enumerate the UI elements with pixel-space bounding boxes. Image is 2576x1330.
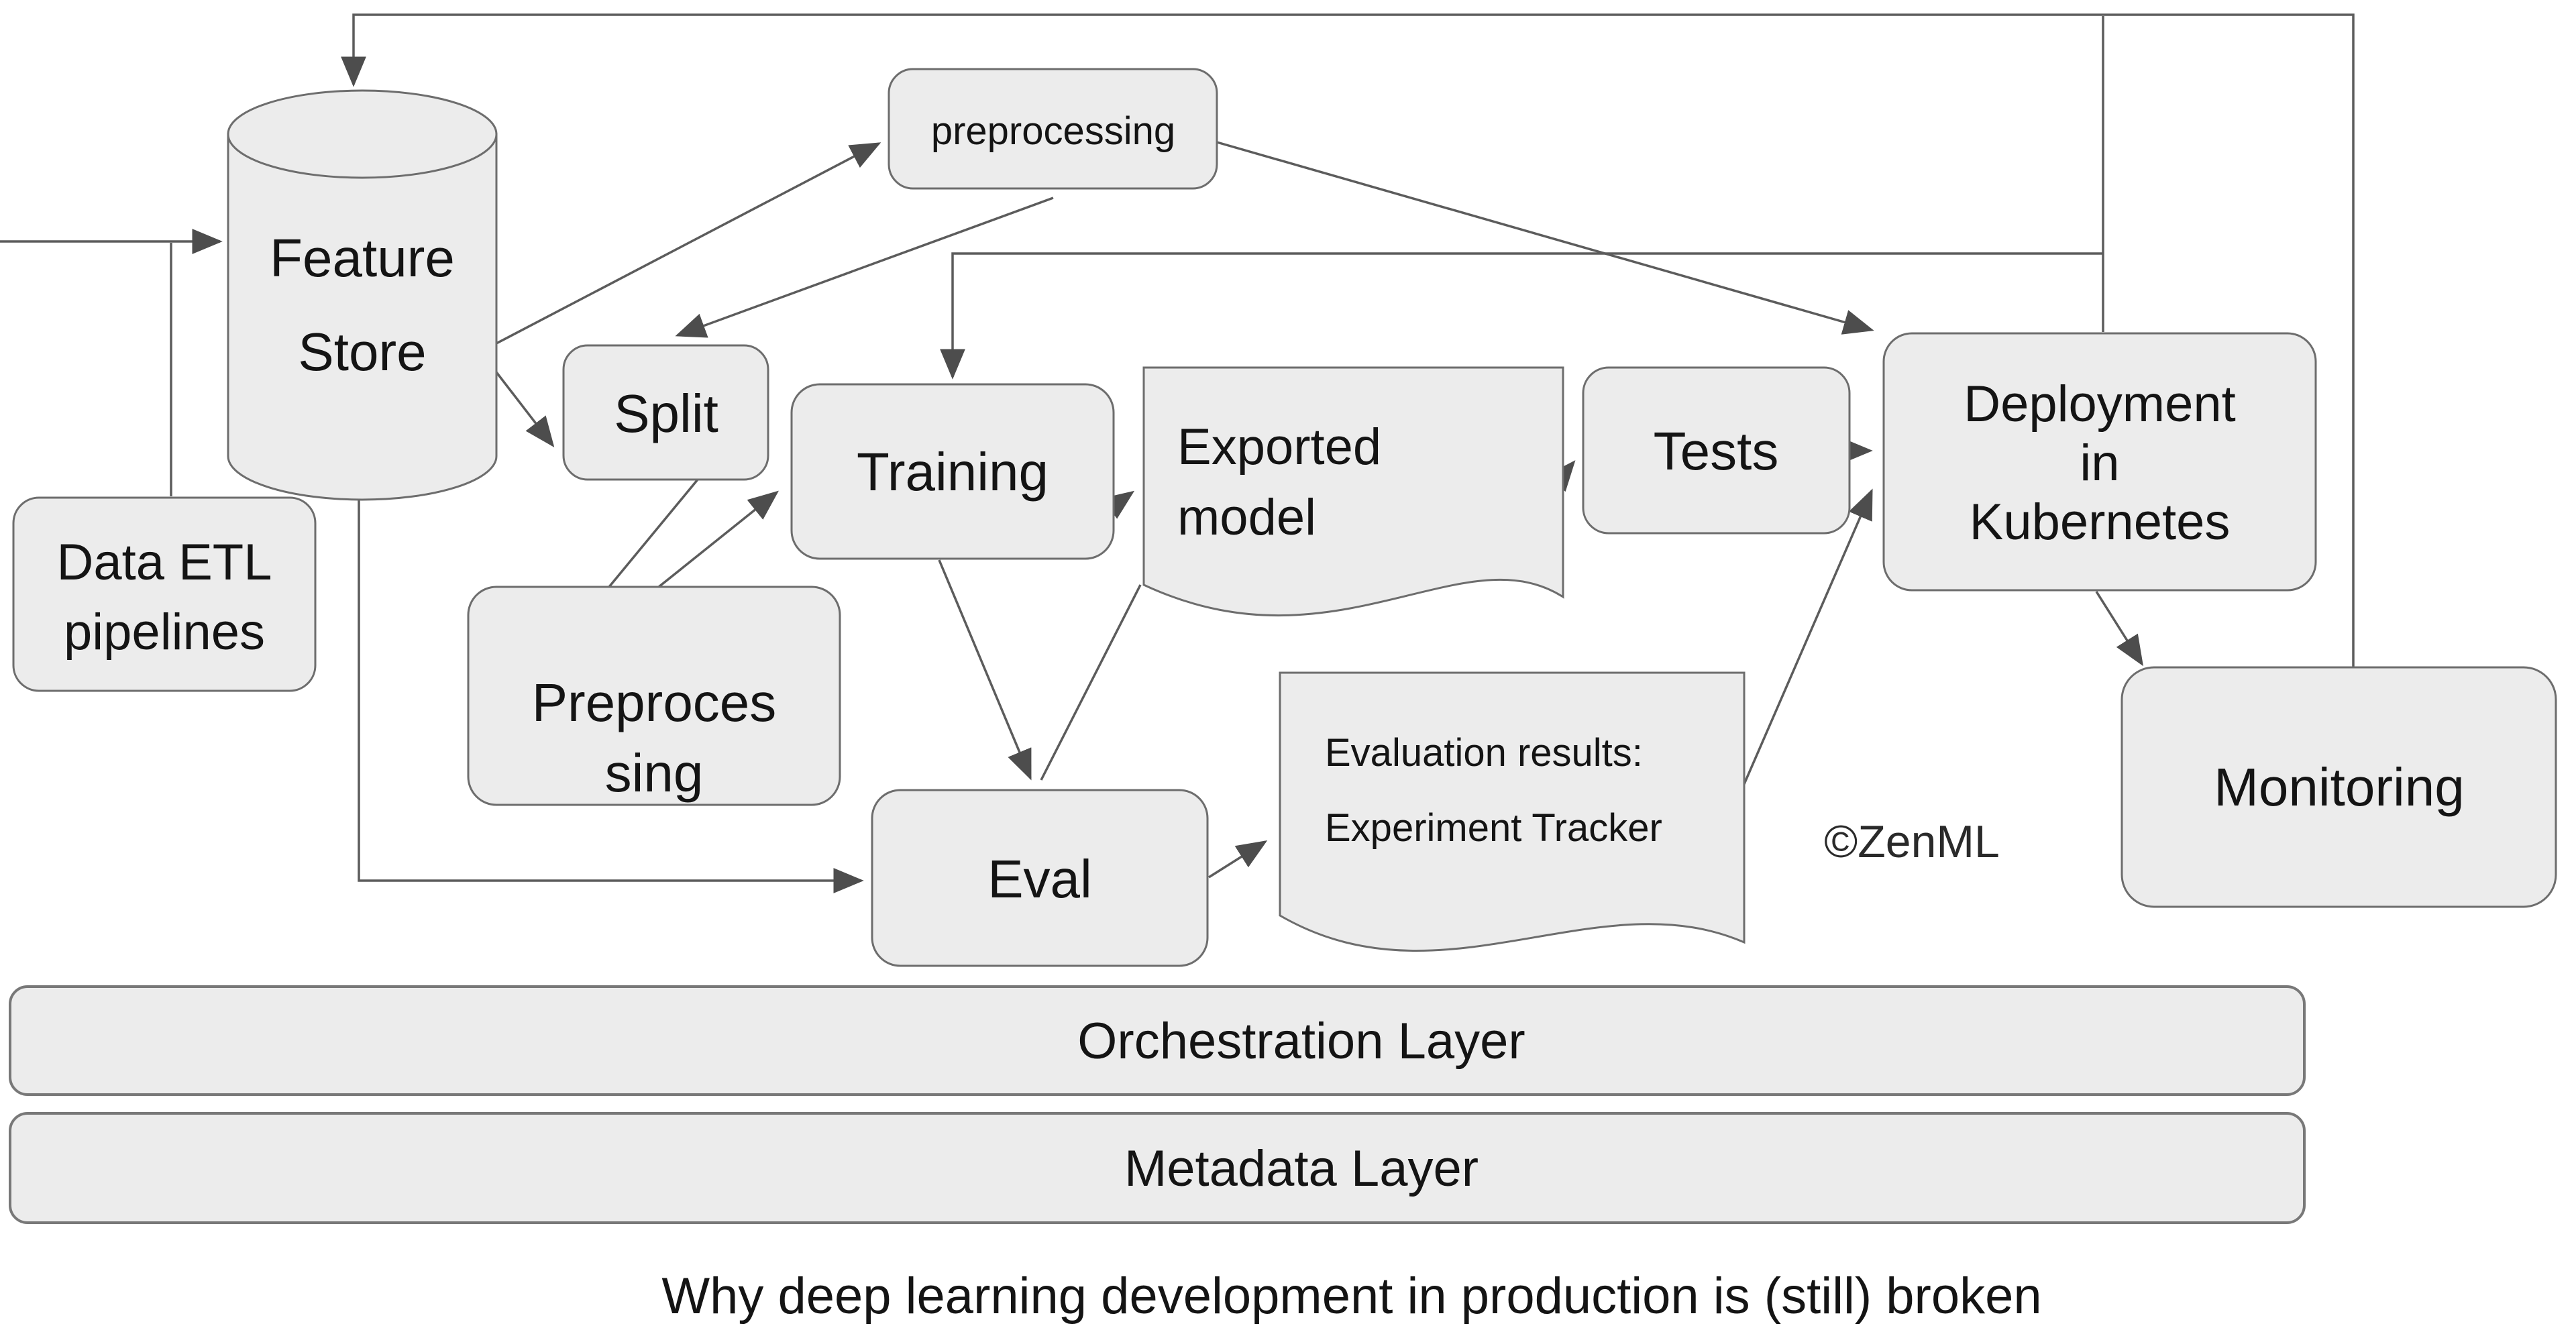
exported-model-label-line1: Exported (1177, 419, 1381, 476)
edge-preprocessing-to-split (675, 197, 1054, 338)
edge-eval-to-evaluation-results (1208, 840, 1268, 879)
node-tests: Tests (1582, 366, 1851, 535)
node-preprocessing-pipeline: preprocessing (888, 68, 1218, 190)
exported-model-document (1142, 366, 1564, 617)
node-metadata-layer: Metadata Layer (9, 1112, 2306, 1224)
edge-feature-store-to-eval (358, 500, 864, 893)
edge-deployment-to-training (940, 252, 2103, 380)
edge-monitoring-to-feature-store (341, 13, 2355, 667)
feature-store-cylinder-top (227, 89, 498, 179)
node-orchestration-layer: Orchestration Layer (9, 985, 2306, 1096)
deployment-label-line1: Deployment (1964, 376, 2236, 433)
node-monitoring: Monitoring (2121, 666, 2557, 908)
preprocessing-step-box (467, 586, 841, 806)
node-feature-store: Feature Store (227, 89, 498, 501)
node-preprocessing-step: Preproces sing (467, 586, 841, 806)
orchestration-layer-bar (9, 985, 2306, 1096)
monitoring-label: Monitoring (2214, 757, 2465, 817)
deployment-box (1882, 332, 2317, 592)
training-label: Training (857, 442, 1049, 502)
node-training: Training (790, 383, 1115, 560)
evaluation-results-document (1279, 671, 1746, 952)
edge-exported-model-to-tests (1546, 460, 1576, 492)
zenml-watermark: ©ZenML (1824, 816, 2000, 867)
preprocessing-pipeline-label: preprocessing (931, 109, 1175, 153)
edge-training-to-eval (938, 559, 1032, 781)
split-box (562, 344, 769, 481)
training-box (790, 383, 1115, 560)
edge-preprocessing-step-to-training (657, 490, 779, 588)
edge-preprocessing-to-deployment (1216, 141, 1874, 335)
metadata-layer-label: Metadata Layer (1124, 1140, 1479, 1197)
node-evaluation-results: Evaluation results: Experiment Tracker (1279, 671, 1746, 952)
deployment-label-line3: Kubernetes (1970, 494, 2231, 551)
deployment-label-line2: in (2080, 435, 2119, 492)
eval-box (871, 789, 1209, 967)
edge-exported-model-to-eval (1040, 584, 1142, 781)
preprocessing-step-label-line2: sing (605, 743, 704, 803)
evaluation-results-label-line2: Experiment Tracker (1325, 806, 1662, 850)
tests-box (1582, 366, 1851, 535)
node-exported-model: Exported model (1142, 366, 1564, 617)
split-label: Split (614, 384, 718, 443)
data-etl-label-line1: Data ETL (56, 534, 272, 591)
feature-store-label-line2: Store (298, 322, 426, 382)
edge-training-to-exported-model (1102, 490, 1135, 519)
tests-label: Tests (1654, 421, 1779, 481)
edge-feature-store-to-split (495, 371, 555, 448)
feature-store-label-line1: Feature (270, 228, 455, 288)
data-etl-label-line2: pipelines (64, 604, 265, 661)
data-etl-box (12, 496, 317, 692)
node-eval: Eval (871, 789, 1209, 967)
feature-store-cylinder-body (227, 133, 498, 501)
evaluation-results-label-line1: Evaluation results: (1325, 731, 1643, 775)
edge-feature-store-to-preprocessing (496, 142, 881, 345)
metadata-layer-bar (9, 1112, 2306, 1224)
node-split: Split (562, 344, 769, 481)
edge-deployment-to-monitoring (2095, 591, 2144, 667)
diagram-caption: Why deep learning development in product… (661, 1268, 2041, 1325)
exported-model-label-line2: model (1177, 489, 1316, 546)
edge-split-to-preprocessing-step (608, 478, 699, 588)
node-data-etl: Data ETL pipelines (12, 496, 317, 692)
node-deployment: Deployment in Kubernetes (1882, 332, 2317, 592)
monitoring-box (2121, 666, 2557, 908)
orchestration-layer-label: Orchestration Layer (1077, 1013, 1525, 1070)
preprocessing-pipeline-box (888, 68, 1218, 190)
preprocessing-step-label-line1: Preproces (532, 673, 777, 732)
edge-evaluation-results-to-deployment (1743, 488, 1873, 785)
eval-label: Eval (987, 849, 1092, 909)
